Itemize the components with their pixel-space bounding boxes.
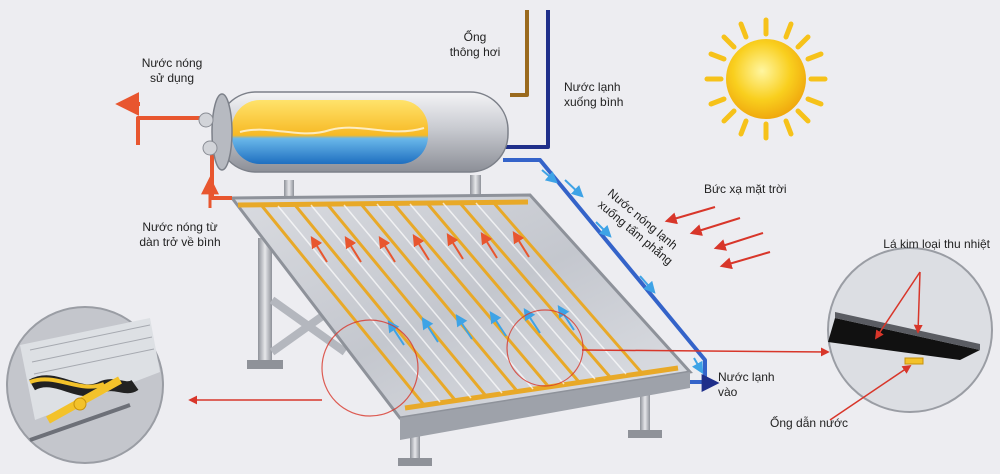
cold-water-in-line2: vào [718,385,738,399]
pipes [115,10,720,392]
metal-sheet-label: Lá kim loại thu nhiệt [883,237,990,251]
radiation-arrows [664,206,771,270]
sun-icon [704,17,828,141]
pipe-fitting [198,112,218,156]
hot-from-panel-line2: dàn trở về bình [139,235,221,249]
cold-water-in-line1: Nước lạnh [718,370,775,384]
vent-pipe-label: Ống thông hơi [440,30,510,60]
inset-collector-cutaway [6,306,164,464]
hot-from-panel-label: Nước nóng từ dàn trở về bình [120,220,240,250]
vent-pipe-line2: thông hơi [449,45,501,59]
water-tank [198,91,509,173]
flat-plate-collector [228,193,693,440]
water-pipe-label: Ống dẫn nước [770,416,848,430]
hot-water-use-line2: sử dụng [149,71,195,85]
vent-pipe-line1: Ống [463,30,487,44]
cold-water-to-tank-line2: xuống bình [564,95,624,109]
inset-right-arrow [581,347,830,357]
cold-water-to-tank-line1: Nước lạnh [564,80,621,94]
water-pipe-pointer [829,364,912,421]
cold-water-in-label: Nước lạnh vào [718,370,775,400]
cold-water-to-tank-label: Nước lạnh xuống bình [564,80,623,110]
inset-metal-sheet [827,247,993,413]
cold-flow-arrows [541,169,704,375]
hot-from-panel-line1: Nước nóng từ [142,220,218,234]
hot-water-use-label: Nước nóng sử dụng [132,56,212,86]
solar-radiation-label: Bức xạ mặt trời [704,182,787,196]
hot-water-use-line1: Nước nóng [141,56,203,70]
